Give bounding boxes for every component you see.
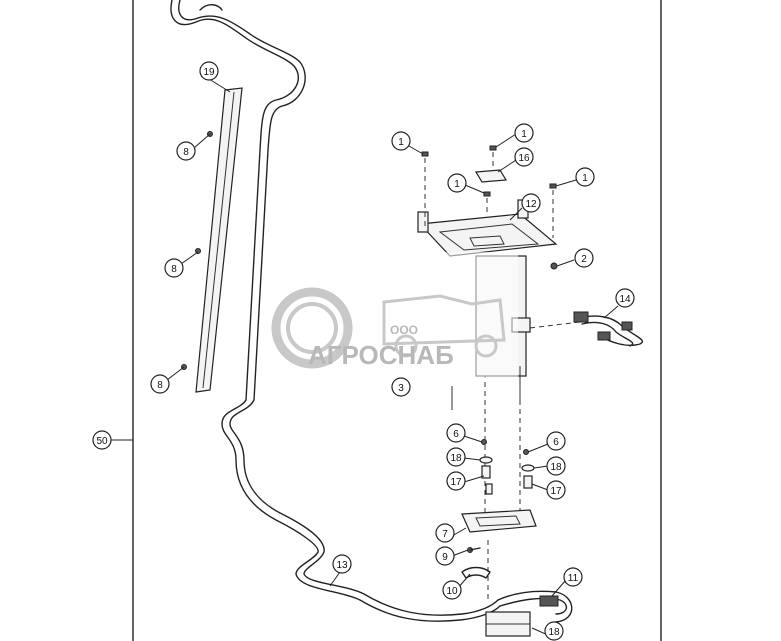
callout-14: 14 (615, 288, 635, 308)
callout-19-label: 19 (203, 67, 215, 78)
callout-8-middle-label: 8 (171, 264, 177, 275)
callout-1-a: 1 (391, 131, 411, 151)
callout-18-bottom: 18 (544, 621, 564, 641)
callout-14-label: 14 (619, 294, 631, 305)
callout-17-right-label: 17 (550, 486, 562, 497)
sensor-harness (573, 311, 643, 347)
leader-lines (111, 78, 619, 637)
callout-6-right: 6 (546, 431, 566, 451)
callout-1-c: 1 (447, 173, 467, 193)
connector-module (485, 595, 559, 637)
callout-10: 10 (442, 580, 462, 600)
callout-6-right-label: 6 (553, 437, 559, 448)
callout-13-label: 13 (336, 560, 348, 571)
callout-8-bottom: 8 (150, 374, 170, 394)
callout-18-bottom-label: 18 (548, 627, 560, 638)
callout-12: 12 (521, 193, 541, 213)
callout-8-top: 8 (176, 141, 196, 161)
callout-2-label: 2 (581, 254, 587, 265)
callout-18-right: 18 (546, 456, 566, 476)
callout-6-left: 6 (446, 423, 466, 443)
callout-9-label: 9 (442, 552, 448, 563)
watermark-main-text: АГРОСНАБ (308, 340, 454, 370)
wiring-harness (170, 0, 573, 623)
callout-11: 11 (563, 567, 583, 587)
callout-7: 7 (435, 523, 455, 543)
callout-17-left: 17 (446, 471, 466, 491)
callout-8-top-label: 8 (183, 147, 189, 158)
callout-2: 2 (574, 248, 594, 268)
base-plate (461, 509, 537, 533)
spacers (479, 439, 535, 495)
mounting-strip (181, 87, 243, 393)
callout-6-left-label: 6 (453, 429, 459, 440)
callout-1-b: 1 (514, 123, 534, 143)
callout-7-label: 7 (442, 529, 448, 540)
callout-8-middle: 8 (164, 258, 184, 278)
callout-16: 16 (514, 147, 534, 167)
callout-1-b-label: 1 (521, 129, 527, 140)
callout-11-label: 11 (568, 573, 579, 584)
bolts (421, 145, 558, 270)
callout-3: 3 (391, 377, 411, 397)
callout-18-right-label: 18 (550, 462, 562, 473)
small-plate (474, 169, 508, 183)
callout-8-bottom-label: 8 (157, 380, 163, 391)
watermark-small-text: ООО (390, 323, 418, 337)
callout-3-label: 3 (398, 383, 404, 394)
callout-9: 9 (435, 546, 455, 566)
callout-18-left: 18 (446, 447, 466, 467)
callout-13: 13 (332, 554, 352, 574)
rivet-middle (195, 248, 201, 254)
callout-1-d: 1 (575, 167, 595, 187)
callout-1-d-label: 1 (582, 173, 588, 184)
callout-12-label: 12 (525, 199, 537, 210)
callout-19: 19 (199, 61, 219, 81)
callout-50-label: 50 (96, 436, 108, 447)
agrosnab-watermark: ООО АГРОСНАБ (268, 252, 518, 382)
callout-50: 50 (92, 430, 112, 450)
callout-1-c-label: 1 (454, 179, 460, 190)
screw-and-clip (461, 547, 491, 579)
callout-17-right: 17 (546, 480, 566, 500)
callout-17-left-label: 17 (450, 477, 462, 488)
callout-10-label: 10 (446, 586, 458, 597)
callout-16-label: 16 (518, 153, 530, 164)
callout-1-a-label: 1 (398, 137, 404, 148)
callout-18-left-label: 18 (450, 453, 462, 464)
mounting-bracket (417, 199, 558, 257)
